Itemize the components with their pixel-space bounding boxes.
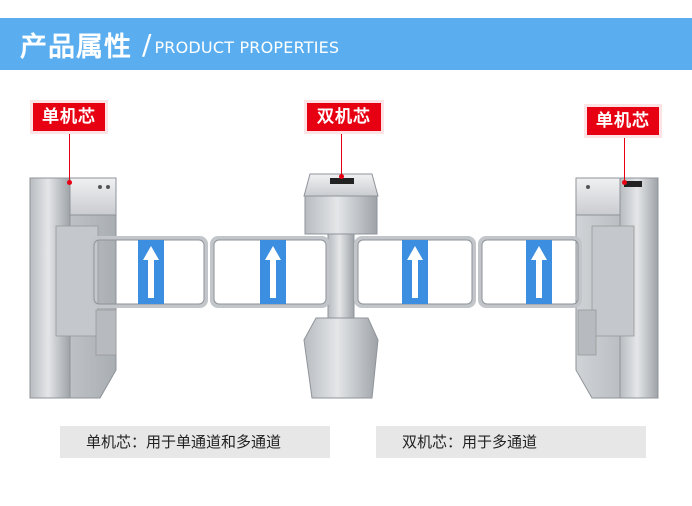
up-arrow-icon — [265, 246, 281, 298]
leader-line-left — [69, 134, 70, 182]
arrow-panel-1 — [138, 240, 164, 304]
header-bar: 产品属性 / PRODUCT PROPERTIES — [0, 18, 692, 70]
caption-single-core: 单机芯：用于单通道和多通道 — [60, 426, 330, 458]
right-cabinet — [575, 177, 659, 399]
left-cabinet — [29, 177, 117, 399]
title-divider: / — [142, 27, 152, 61]
arrow-panel-2 — [260, 240, 286, 304]
page-title: 产品属性 — [20, 31, 132, 63]
up-arrow-icon — [407, 246, 423, 298]
leader-line-center — [341, 134, 342, 176]
leader-dot-right — [622, 180, 627, 185]
up-arrow-icon — [143, 246, 159, 298]
arrow-panel-3 — [402, 240, 428, 304]
tag-right-single-core: 单机芯 — [584, 104, 662, 138]
caption-double-core: 双机芯：用于多通道 — [376, 426, 646, 458]
leader-line-right — [624, 138, 625, 182]
page-subtitle: PRODUCT PROPERTIES — [154, 37, 340, 57]
arrow-panel-4 — [526, 240, 552, 304]
gate-frames — [90, 236, 582, 308]
tag-left-single-core: 单机芯 — [30, 100, 108, 134]
center-pedestal — [303, 173, 379, 399]
up-arrow-icon — [531, 246, 547, 298]
leader-dot-left — [67, 180, 72, 185]
tag-center-double-core: 双机芯 — [304, 100, 384, 134]
leader-dot-center — [339, 174, 344, 179]
